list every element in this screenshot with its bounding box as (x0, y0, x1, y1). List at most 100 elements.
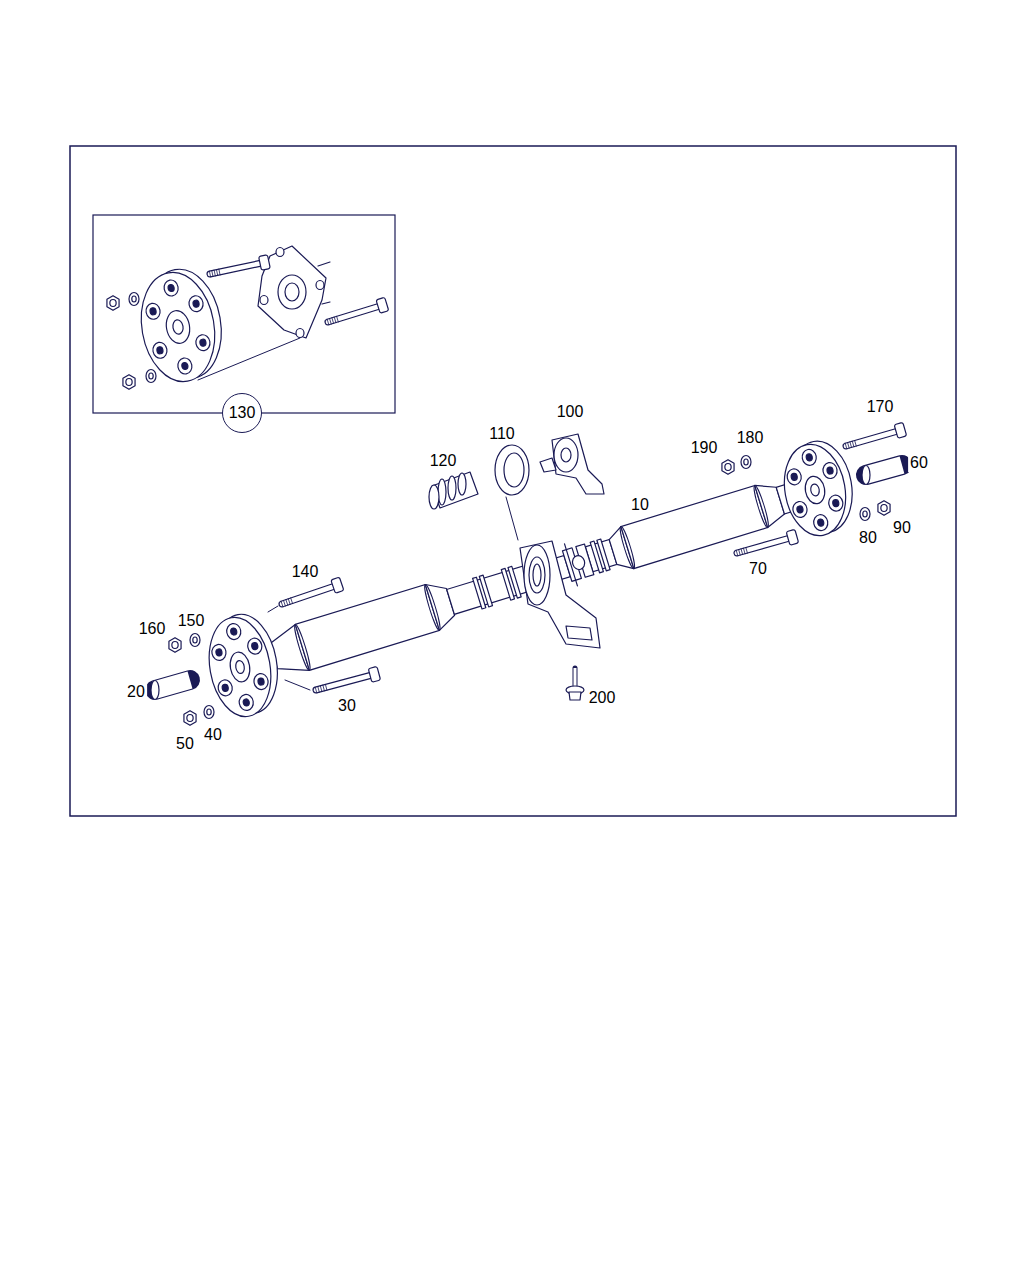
bolt-thread (318, 686, 320, 692)
nut (123, 375, 135, 390)
washer (741, 456, 751, 469)
bolt-thread (327, 319, 329, 325)
nut (184, 711, 196, 726)
flex-disc-hole (156, 346, 163, 354)
bolt-thread (850, 442, 852, 448)
flex-disc-hole (251, 642, 258, 650)
flex-disc-hole (257, 678, 264, 686)
flange-plate (258, 246, 326, 338)
bolt-shank-outline (282, 586, 335, 604)
bolt-thread (286, 600, 288, 606)
leader-line (268, 606, 278, 612)
flex-disc (201, 609, 285, 721)
bolt-thread (332, 318, 334, 324)
bolt-thread (283, 600, 285, 606)
washer-hole (744, 459, 748, 465)
flex-disc (133, 263, 230, 387)
drive-shaft (243, 468, 818, 686)
flex-disc-hole (150, 307, 157, 315)
washer (129, 293, 139, 306)
flange-hole (260, 296, 268, 305)
bolt-thread (739, 549, 741, 555)
callout-number: 10 (629, 496, 651, 514)
bolt (327, 297, 389, 325)
flex-disc-boss (225, 622, 242, 640)
flex-disc-hole (181, 362, 188, 370)
screw-core (574, 668, 577, 688)
bolt-thread (334, 317, 336, 323)
bolt-head (894, 422, 907, 438)
shaft-seam (618, 526, 637, 570)
shaft-section (295, 585, 439, 671)
bolt-thread (845, 443, 847, 449)
frame (70, 146, 956, 816)
sleeve-end (151, 681, 159, 700)
shaft-section (621, 485, 768, 568)
bearing-bore (561, 448, 571, 462)
nut (722, 460, 734, 475)
callout-number: 20 (125, 683, 147, 701)
callout-number: 140 (290, 563, 321, 581)
washer-outer (190, 634, 200, 647)
nut-hex (722, 460, 734, 475)
washer-outer (146, 370, 156, 383)
flex-disc-bore (810, 483, 820, 496)
flex-disc-hole (791, 473, 798, 481)
flex-disc-boss (188, 295, 205, 313)
washer-hole (132, 296, 136, 302)
u-joint-cross (571, 554, 587, 571)
flex-disc-hole (222, 684, 229, 692)
bolt-thread (852, 441, 854, 447)
bolt-shank (737, 538, 790, 553)
nut (169, 638, 181, 653)
boot-rib (448, 476, 456, 500)
bolt-head-body (368, 666, 380, 682)
nut-hex (169, 638, 181, 653)
flange-hole (316, 281, 324, 290)
shaft-seam (292, 624, 312, 672)
boot-rib (458, 473, 466, 495)
bolt-head-body (894, 422, 907, 438)
bolt-thread (329, 318, 331, 324)
shaft-seam (422, 584, 442, 632)
nut-hole (126, 379, 132, 386)
bolt-thread (288, 599, 290, 605)
flange-tube (318, 262, 330, 266)
nut (107, 296, 119, 311)
washer-hole (863, 511, 867, 517)
callout-number: 80 (857, 529, 879, 547)
callout-number: 50 (174, 735, 196, 753)
bolt-shank (328, 306, 380, 322)
bearing-bracket (520, 541, 600, 648)
callout-number: 150 (176, 612, 207, 630)
flex-disc-boss (801, 448, 818, 466)
bolt-shank (846, 431, 898, 446)
bolt-thread (323, 685, 325, 691)
flange-hole (276, 248, 284, 257)
sleeve-outline (866, 465, 902, 475)
callout-number: 60 (908, 454, 930, 472)
bolt-thread (281, 601, 283, 607)
inset-frame (93, 215, 395, 413)
callout-number: 70 (747, 560, 769, 578)
callout-number: 30 (336, 697, 358, 715)
bolt-shank-outline (316, 675, 372, 690)
flex-disc-boss (177, 357, 194, 375)
nut-hex (107, 296, 119, 311)
callout-number: 170 (865, 398, 896, 416)
flex-disc-bore (172, 319, 184, 335)
flex-disc-boss (152, 341, 169, 359)
bolt (736, 529, 798, 556)
washer-outer (129, 293, 139, 306)
flange-hole (296, 329, 304, 338)
sleeve-outline (155, 680, 190, 690)
flex-disc-boss (786, 468, 803, 486)
flex-disc-boss (163, 279, 180, 297)
bearing-ring (554, 438, 578, 472)
sleeve-body (155, 680, 190, 690)
shaft-ring (508, 566, 521, 598)
bolt-thread (848, 442, 850, 448)
